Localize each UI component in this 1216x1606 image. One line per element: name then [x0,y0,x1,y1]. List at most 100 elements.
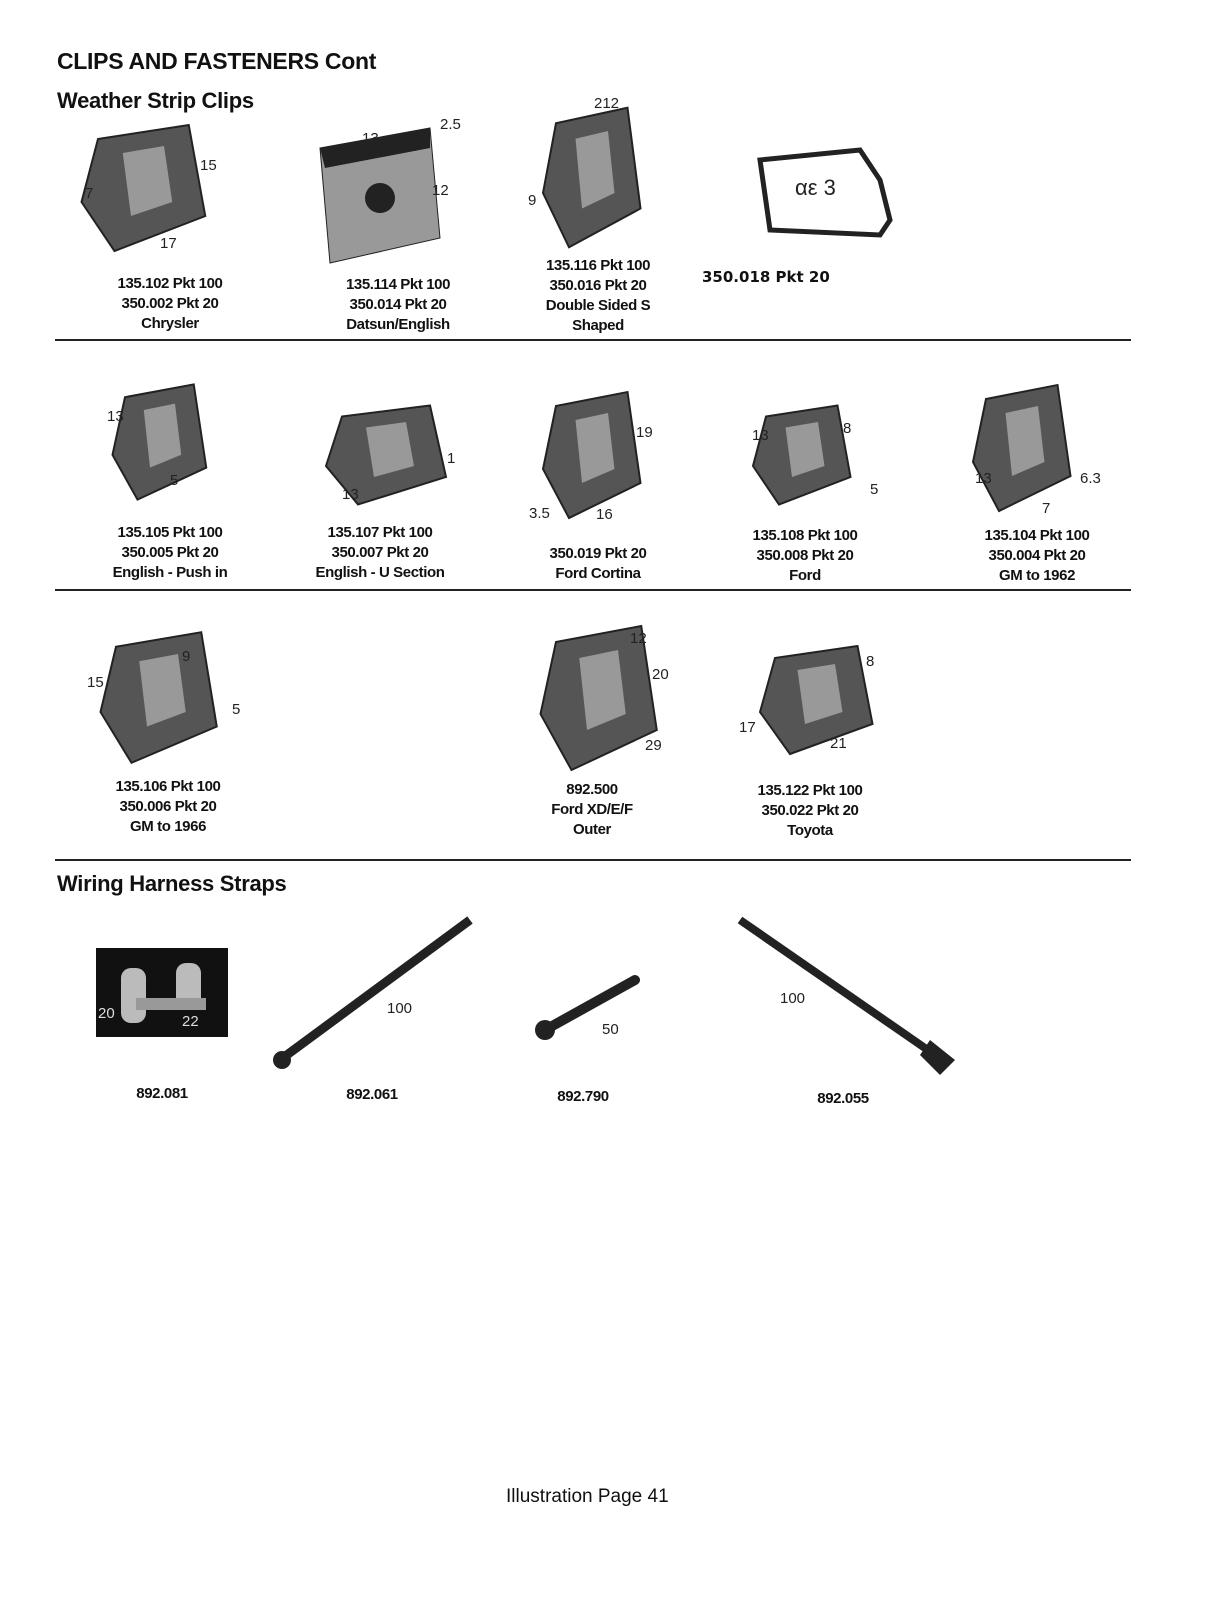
part-illustration [960,378,1090,523]
part-caption: 135.105 Pkt 100 350.005 Pkt 20 English - P… [113,523,228,583]
part-caption: 135.107 Pkt 100 350.007 Pkt 20 English - U… [315,523,444,583]
part-caption: 135.106 Pkt 100 350.006 Pkt 20 GM to 1966 [116,777,221,837]
part-detail: 350.008 Pkt 20 [756,547,854,564]
part-detail: GM to 1966 [129,818,207,835]
dimension-label: 13 [107,408,124,425]
part-number: 892.055 [817,1090,869,1107]
part-detail: 350.007 Pkt 20 [331,544,429,561]
part-illustration [530,970,650,1050]
part-detail: Toyota [787,822,833,839]
part-number: 350.018 Pkt 20 [702,268,830,286]
dimension-label: 15 [87,674,104,691]
part-illustration [310,400,470,515]
part-number: 135.104 Pkt 100 [984,527,1090,544]
dimension-label: 5 [170,472,179,489]
part-number: 135.108 Pkt 100 [752,527,858,544]
part-detail: GM to 1962 [998,567,1076,584]
dimension-label: 15 [200,157,217,174]
dimension-label: 13 [752,427,769,444]
part-detail: Outer [572,821,611,838]
dimension-label: 50 [602,1021,619,1038]
dimension-label: 20 [98,1005,115,1022]
part-detail: 350.014 Pkt 20 [349,296,447,313]
dimension-label: 13 [342,486,359,503]
part-caption: 892.061 [346,1085,398,1105]
dimension-label: 19 [636,424,653,441]
part-illustration [270,910,480,1085]
part-detail: Chrysler [141,315,199,332]
part-illustration: αε 3 [740,140,900,245]
section-heading-weather-strip-clips: Weather Strip Clips [57,88,254,113]
part-caption: 135.116 Pkt 100 350.016 Pkt 20 Double Side… [545,256,651,336]
part-illustration [300,118,460,273]
part-detail: Ford Cortina [555,565,641,582]
dimension-label: 17 [739,719,756,736]
part-number: 892.081 [136,1085,188,1102]
dimension-label: 212 [594,95,620,112]
dimension-label: 100 [780,990,806,1007]
part-number: 892.500 [566,781,618,798]
dimension-label: 12 [630,630,647,647]
part-detail: English - U Section [315,564,445,581]
dimension-label: 2.5 [440,116,461,133]
dimension-label: 16 [596,506,613,523]
part-detail: Datsun/English [346,316,450,333]
dimension-label: 29 [645,737,662,754]
part-number: 135.116 Pkt 100 [545,257,651,274]
part-detail: 350.005 Pkt 20 [121,544,219,561]
part-number: 350.019 Pkt 20 [549,545,647,562]
dimension-label: 22 [182,1013,199,1030]
part-number: 892.061 [346,1086,398,1103]
dimension-label: 12 [432,182,449,199]
dimension-label: 5 [870,481,879,498]
part-number: 135.122 Pkt 100 [757,782,863,799]
dimension-label: 6.3 [1080,470,1101,487]
dimension-label: 20 [652,666,669,683]
part-caption: 135.114 Pkt 100 350.014 Pkt 20 Datsun/Engl… [345,275,451,335]
dimension-label: 9 [182,648,191,665]
dimension-label: 13 [362,130,379,147]
part-number: 135.106 Pkt 100 [115,778,221,795]
part-detail: Double Sided S [545,297,651,314]
dimension-label: 13 [975,470,992,487]
part-illustration [100,378,225,511]
part-illustration [740,400,870,515]
dimension-label: 7 [85,185,94,202]
part-number: 135.114 Pkt 100 [345,276,451,293]
dimension-label: 3.5 [529,505,550,522]
part-illustration [525,618,680,783]
dimension-label: 1 [447,450,456,467]
part-caption: 350.018 Pkt 20 [702,267,830,287]
section-heading-wiring-harness-straps: Wiring Harness Straps [57,871,287,896]
part-illustration [735,915,955,1080]
part-caption: 135.122 Pkt 100 350.022 Pkt 20 Toyota [758,781,863,841]
svg-text:αε 3: αε 3 [795,175,836,200]
part-illustration [65,118,230,263]
dimension-label: 9 [528,192,537,209]
divider [55,859,1131,861]
dimension-label: 7 [1042,500,1051,517]
dimension-label: 21 [830,735,847,752]
divider [55,339,1131,341]
page-footer: Illustration Page 41 [506,1486,669,1507]
part-detail: 350.022 Pkt 20 [761,802,859,819]
part-illustration [530,385,660,530]
part-detail: English - Push in [112,564,228,581]
dimension-label: 5 [232,701,241,718]
part-number: 135.105 Pkt 100 [117,524,223,541]
part-caption: 892.081 [136,1084,188,1104]
dimension-label: 8 [843,420,852,437]
part-illustration [530,100,660,260]
part-detail: 350.016 Pkt 20 [549,277,647,294]
part-illustration [96,948,228,1042]
part-number: 135.107 Pkt 100 [327,524,433,541]
divider [55,589,1131,591]
dimension-label: 100 [387,1000,413,1017]
dimension-label: 8 [866,653,875,670]
part-number: 892.790 [557,1088,609,1105]
page-title: CLIPS AND FASTENERS Cont [57,48,377,74]
part-detail: 350.006 Pkt 20 [119,798,217,815]
